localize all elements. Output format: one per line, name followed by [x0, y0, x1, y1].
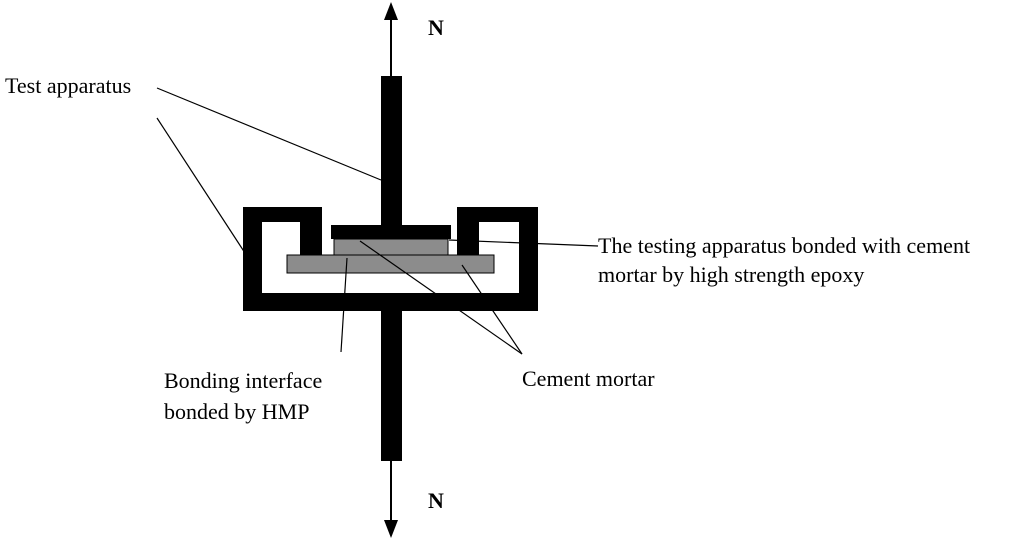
bottom-force-label: N	[428, 488, 444, 513]
upper-rod	[381, 76, 402, 226]
bonded-apparatus-label-line1: The testing apparatus bonded with cement	[598, 233, 970, 258]
bonding-interface-label-line1: Bonding interface	[164, 368, 322, 393]
bottom-force-arrow	[384, 461, 398, 538]
lower-holder	[243, 207, 538, 311]
right-hook	[457, 207, 479, 255]
leader-cement-mortar-lower	[461, 264, 523, 355]
lower-mortar-block	[286, 254, 495, 274]
left-hook	[300, 207, 322, 255]
leader-test-apparatus-rod	[156, 87, 382, 181]
bottom-arrow-head	[384, 520, 398, 538]
bonded-apparatus-label-line2: mortar by high strength epoxy	[598, 262, 864, 287]
top-plate	[331, 225, 451, 239]
top-force-label: N	[428, 15, 444, 40]
lower-rod	[381, 311, 402, 461]
leader-test-apparatus-holder	[156, 117, 246, 254]
cement-mortar-label: Cement mortar	[522, 366, 655, 391]
test-apparatus-label: Test apparatus	[5, 73, 131, 98]
leader-bonded-apparatus	[448, 239, 599, 247]
top-arrow-head	[384, 2, 398, 20]
bonding-interface-label-line2: bonded by HMP	[164, 399, 309, 424]
leader-lines	[156, 87, 599, 355]
top-force-arrow	[384, 2, 398, 76]
leader-bonding-interface	[340, 257, 348, 353]
upper-mortar-block	[333, 238, 449, 256]
leader-cement-mortar-upper	[359, 240, 523, 355]
